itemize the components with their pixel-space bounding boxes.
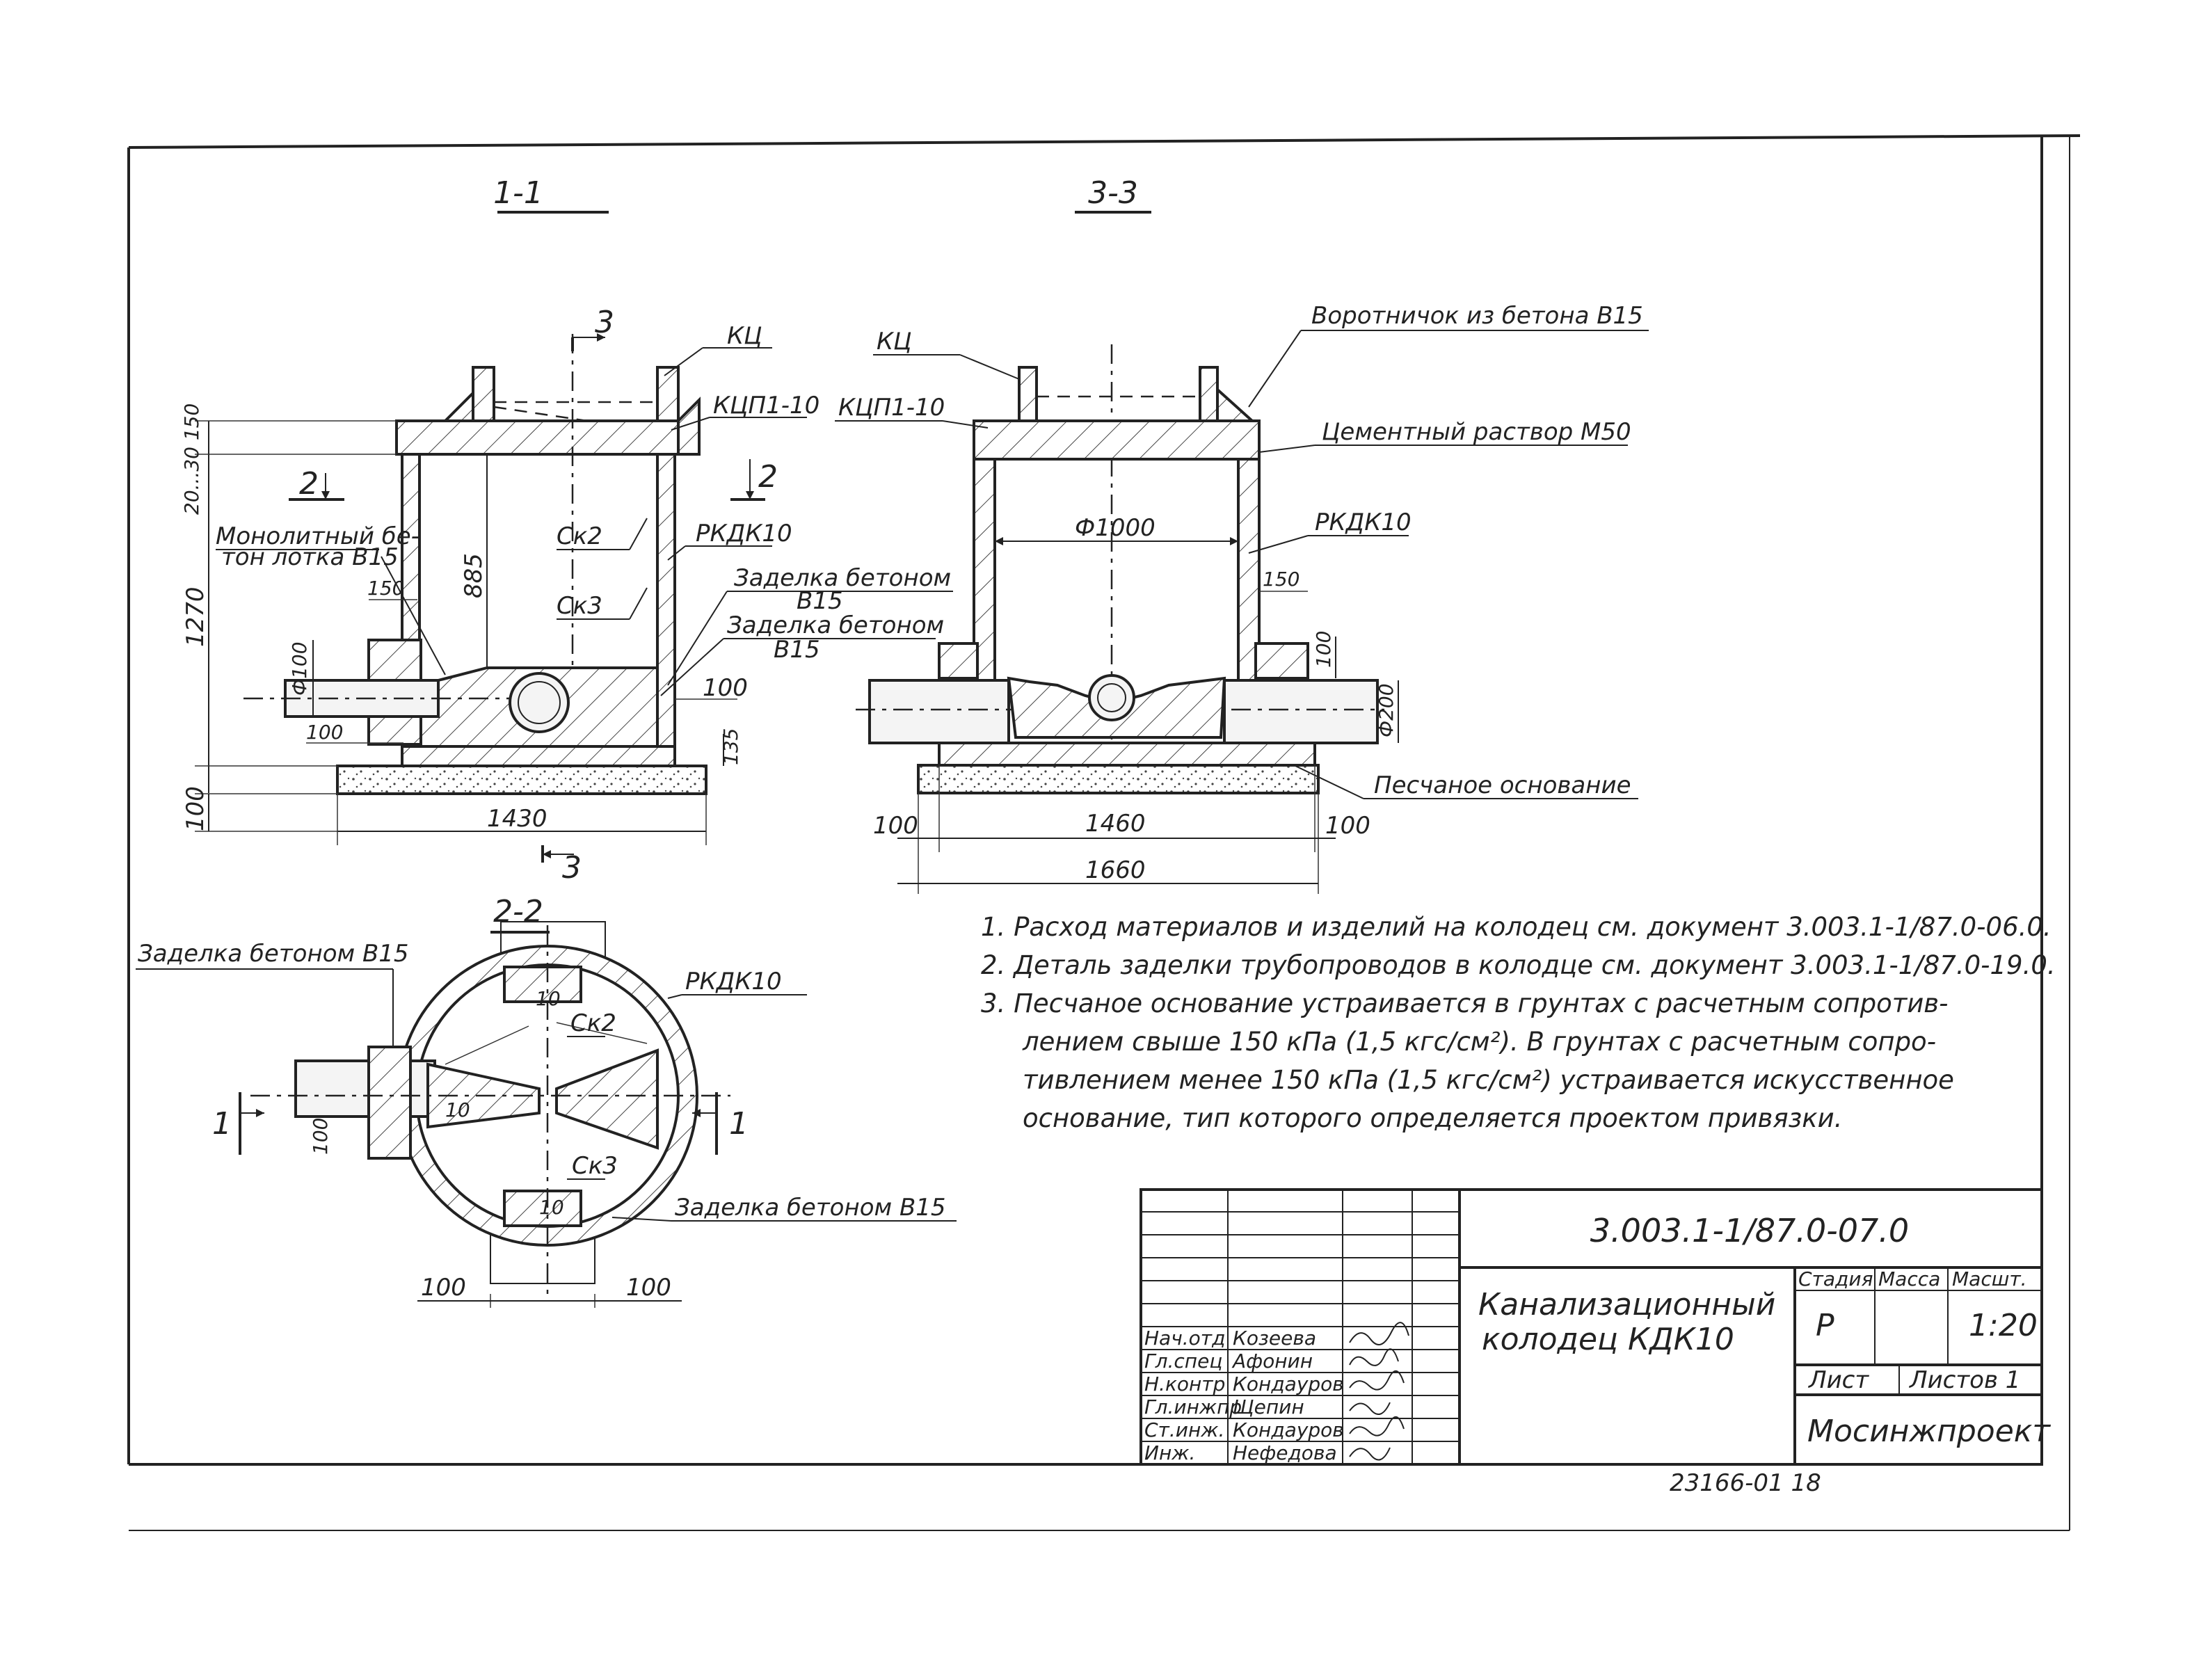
stage-value: Р: [1816, 1308, 1834, 1343]
dim-100-3: 100: [1312, 631, 1335, 668]
sheets-header: Листов 1: [1908, 1366, 2020, 1394]
section-2-2-title: 2-2: [493, 894, 543, 929]
note-2: 2. Деталь заделки трубопроводов в колодц…: [981, 950, 2056, 980]
note-3b: лением свыше 150 кПа (1,5 кгс/см²). В гр…: [1022, 1027, 1936, 1057]
staff-role-4: Ст.инж.: [1144, 1418, 1224, 1441]
label-zadelka-plan-2: Заделка бетоном В15: [675, 1194, 946, 1222]
footer-code: 23166-01 18: [1670, 1469, 1821, 1497]
dim-100-e: 100: [1325, 812, 1370, 840]
title-block: Нач.отд Козеева Гл.спец Афонин Н.контр К…: [1140, 1188, 2051, 1466]
signatures: [1349, 1322, 1409, 1461]
dim-100-d: 100: [873, 812, 918, 840]
svg-text:10: 10: [539, 1196, 564, 1219]
dim-phi1000: Ф1000: [1075, 514, 1156, 542]
section-1-1-title: 1-1: [493, 175, 543, 211]
svg-text:1: 1: [729, 1106, 749, 1142]
sheet-header: Лист: [1807, 1366, 1869, 1394]
note-3d: основание, тип которого определяется про…: [1023, 1103, 1842, 1133]
svg-text:10: 10: [445, 1098, 470, 1121]
label-rkdk-1: РКДК10: [696, 520, 792, 547]
stage-header: Стадия: [1798, 1267, 1873, 1290]
svg-text:10: 10: [536, 987, 561, 1010]
doc-code: 3.003.1-1/87.0-07.0: [1590, 1212, 1909, 1249]
mass-header: Масса: [1878, 1267, 1940, 1290]
label-sand-base: Песчаное основание: [1374, 771, 1631, 799]
note-3c: тивлением менее 150 кПа (1,5 кгс/см²) ус…: [1023, 1065, 1954, 1095]
note-1: 1. Расход материалов и изделий на колоде…: [981, 912, 2052, 942]
dim-1460: 1460: [1085, 810, 1146, 838]
label-zadelka-1b: В15: [797, 587, 843, 615]
label-zadelka-2b: В15: [774, 636, 820, 664]
label-sk2-plan: Ск2: [570, 1009, 616, 1037]
dim-150-b: 150: [1263, 568, 1300, 591]
staff-role-0: Нач.отд: [1144, 1327, 1225, 1350]
dim-100-a: 100: [306, 721, 343, 744]
staff-role-1: Гл.спец: [1144, 1350, 1222, 1373]
svg-text:3: 3: [562, 850, 582, 886]
dim-1430: 1430: [487, 805, 547, 833]
dim-135: 135: [719, 728, 742, 765]
dim-phi100: Ф100: [288, 641, 311, 696]
label-kcp-1: КЦП1-10: [713, 392, 819, 419]
svg-text:3: 3: [595, 305, 614, 340]
staff-role-5: Инж.: [1144, 1441, 1195, 1464]
label-monolith-2: тон лотка В15: [221, 543, 399, 571]
label-zadelka-2a: Заделка бетоном: [727, 611, 944, 639]
sheet-frame: [127, 134, 2081, 1531]
dim-1660: 1660: [1085, 856, 1146, 884]
label-vorotnichok: Воротничок из бетона В15: [1311, 302, 1643, 330]
scale-value: 1:20: [1969, 1308, 2038, 1343]
staff-name-4: Кондауров: [1233, 1418, 1344, 1441]
label-sk3-plan: Ск3: [572, 1152, 618, 1180]
staff-name-3: Щепин: [1233, 1395, 1304, 1418]
scale-header: Масшт.: [1952, 1267, 2027, 1290]
note-3: 3. Песчаное основание устраивается в гру…: [981, 989, 1948, 1018]
svg-text:2: 2: [299, 466, 319, 502]
staff-name-0: Козеева: [1233, 1327, 1316, 1350]
staff-role-3: Гл.инжпр: [1144, 1395, 1242, 1418]
section-3-3: 3-3 КЦ КЦП1-10 Воротн: [835, 175, 1649, 894]
label-rkdk-3: РКДК10: [1315, 509, 1412, 536]
label-zadelka-plan: Заделка бетоном В15: [138, 940, 409, 968]
staff-name-2: Кондауров: [1233, 1373, 1344, 1395]
section-1-1: 1-1 3 3: [180, 175, 953, 886]
org-name: Мосинжпроект: [1807, 1414, 2051, 1449]
section-2-2: 2-2 1 1 Заделка бетоном В15: [136, 894, 957, 1308]
dim-100-g: 100: [626, 1274, 671, 1302]
dim-150-a: 150: [367, 577, 404, 600]
svg-text:100: 100: [309, 1118, 332, 1155]
notes: 1. Расход материалов и изделий на колоде…: [981, 912, 2056, 1133]
staff-role-2: Н.контр: [1144, 1373, 1225, 1395]
staff-name-1: Афонин: [1231, 1350, 1313, 1373]
label-monolith-1: Монолитный бе-: [216, 522, 419, 550]
section-3-3-title: 3-3: [1088, 175, 1138, 211]
dim-100-f: 100: [421, 1274, 466, 1302]
label-kc-1: КЦ: [727, 322, 762, 350]
dim-20-30-150: 20...30 150: [180, 403, 203, 515]
dim-1270: 1270: [182, 586, 209, 647]
dim-100-b: 100: [703, 674, 748, 702]
label-cement: Цементный раствор М50: [1322, 418, 1631, 446]
dim-885: 885: [460, 553, 488, 598]
label-kc-3: КЦ: [877, 328, 912, 355]
dim-100-left: 100: [182, 786, 209, 831]
dim-phi200: Ф200: [1375, 683, 1398, 737]
label-sk3-1: Ск3: [557, 592, 602, 620]
svg-text:1: 1: [212, 1106, 232, 1142]
svg-text:2: 2: [758, 459, 778, 495]
label-rkdk-plan: РКДК10: [685, 968, 782, 995]
title-line-1: Канализационный: [1478, 1287, 1775, 1322]
staff-name-5: Нефедова: [1233, 1441, 1337, 1464]
label-zadelka-1a: Заделка бетоном: [734, 564, 951, 592]
label-kcp-3: КЦП1-10: [838, 394, 945, 422]
title-line-2: колодец КДК10: [1482, 1322, 1734, 1357]
label-sk2-1: Ск2: [557, 522, 602, 550]
